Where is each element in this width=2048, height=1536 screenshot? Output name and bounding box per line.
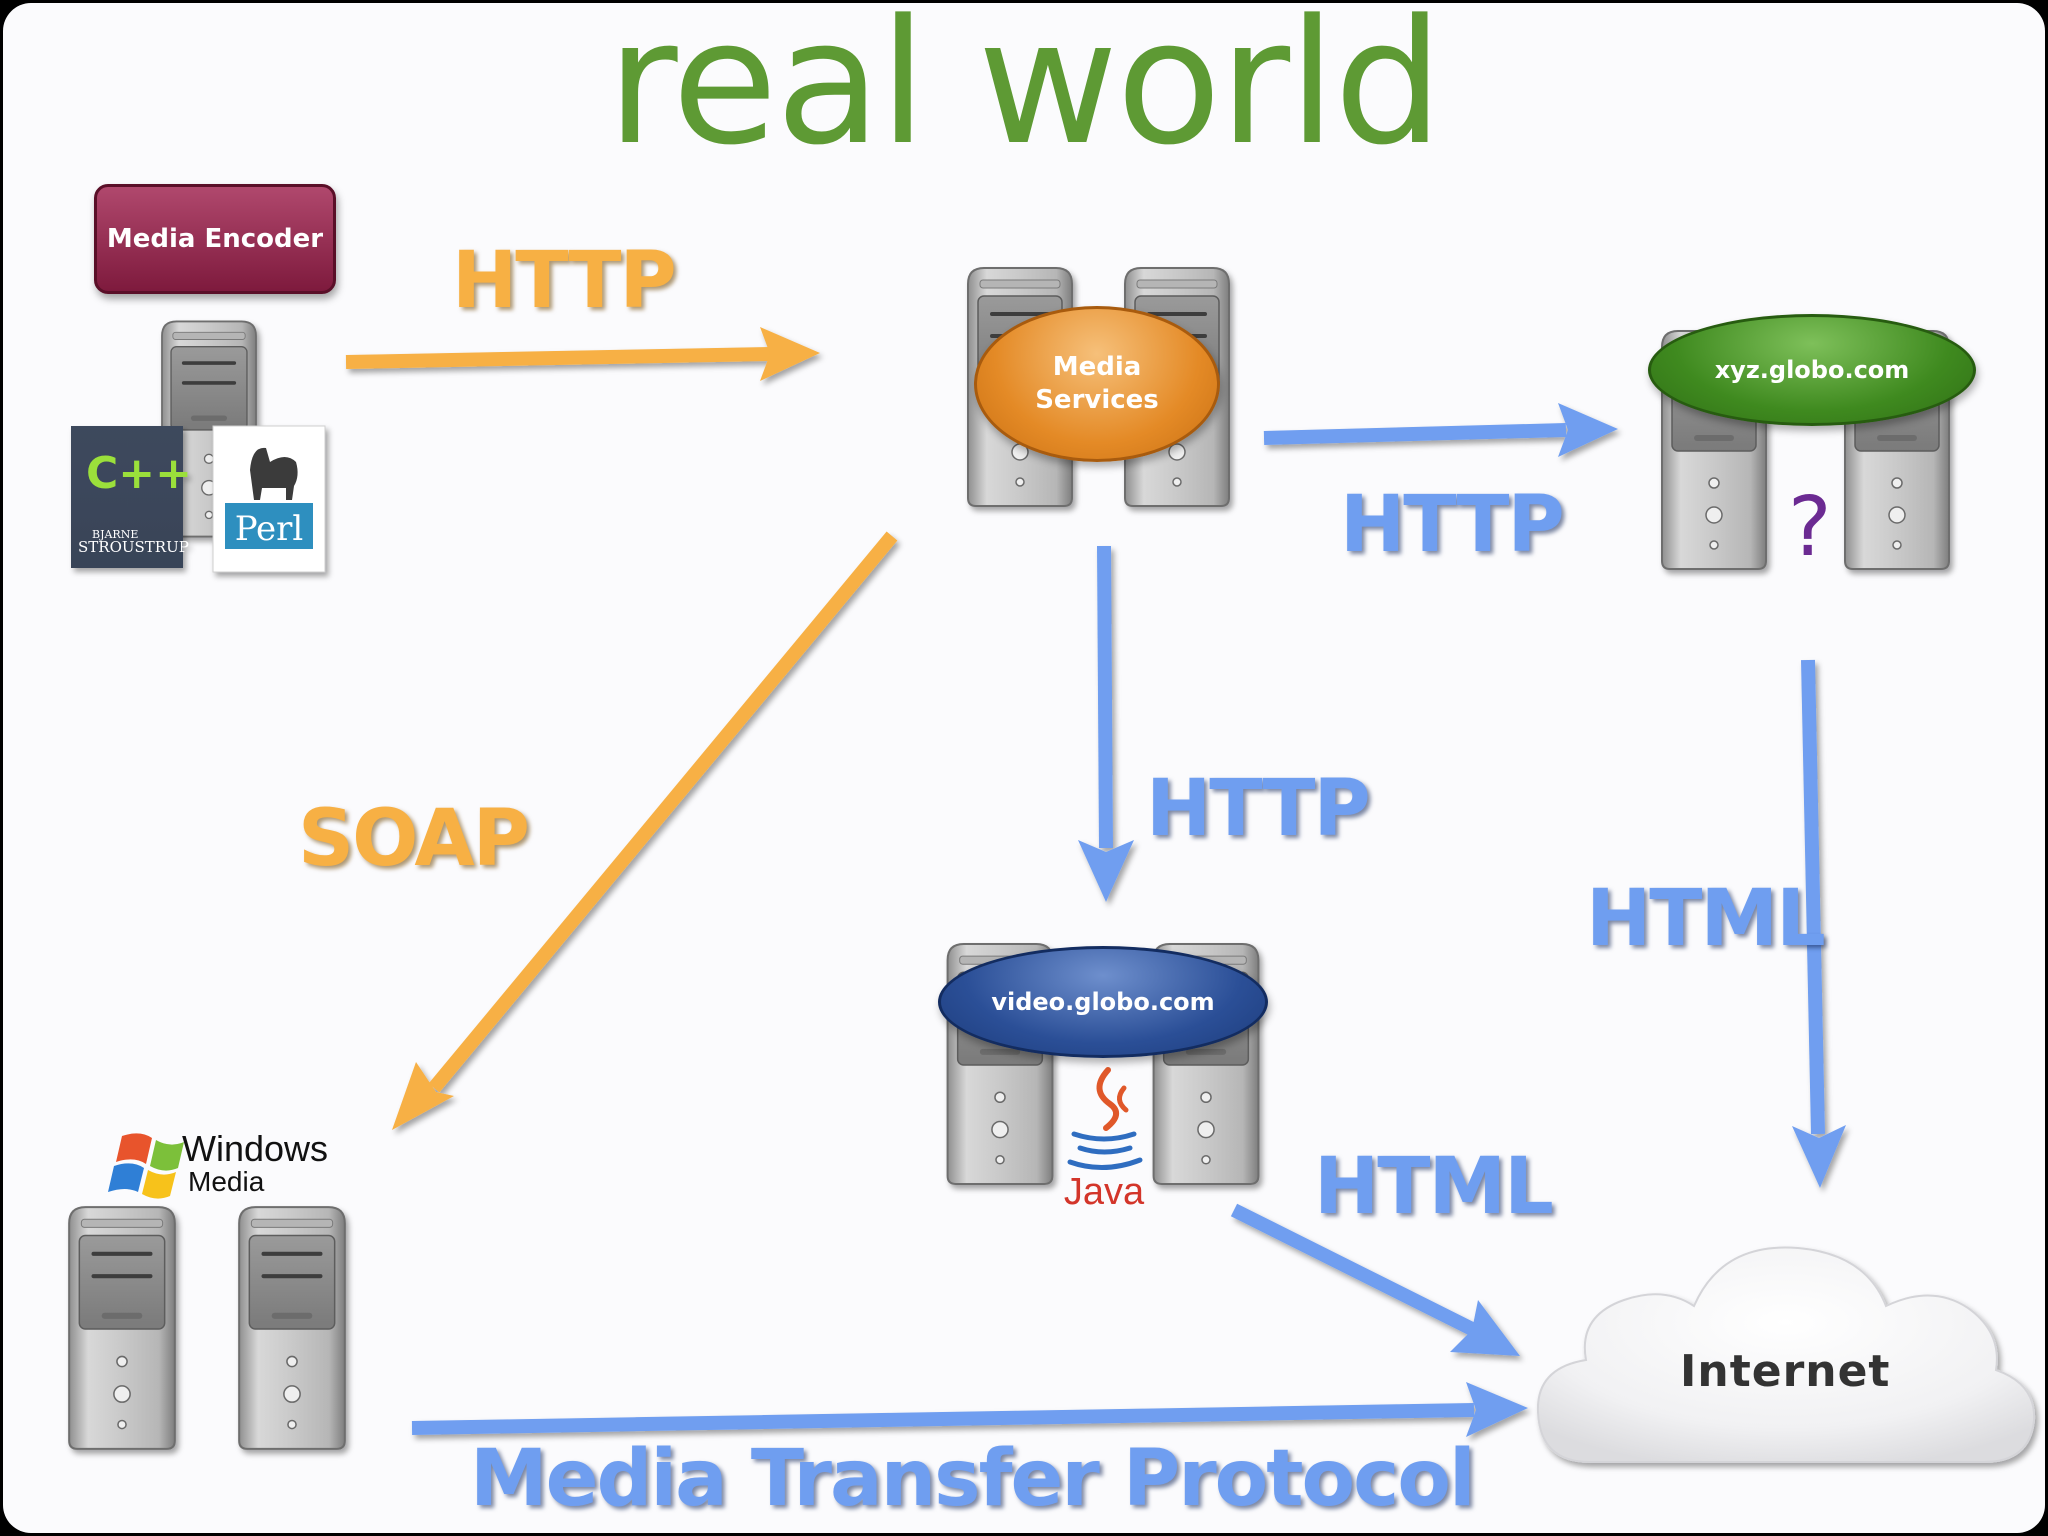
media-encoder-text: Media Encoder	[106, 224, 324, 254]
protocol-html-video: HTML	[1314, 1142, 1554, 1232]
windows-media-line1: Windows	[182, 1128, 329, 1169]
arrow-media-services-to-windows-media	[392, 531, 898, 1130]
cpp-book-author-last: STROUSTRUP	[78, 538, 189, 556]
java-logo-icon: Java	[1064, 1067, 1145, 1213]
cpp-book-author-first: BJARNE	[92, 528, 138, 541]
cpp-book-title: C++	[86, 448, 192, 499]
media-services-ellipse: Media Services	[974, 306, 1220, 462]
internet-cloud-icon	[1536, 1246, 2036, 1463]
cpp-book-icon: C++ BJARNE STROUSTRUP	[71, 426, 192, 568]
arrow-media-services-to-xyz	[1263, 403, 1618, 457]
windows-flag-icon	[108, 1133, 184, 1199]
arrow-xyz-to-internet	[1792, 659, 1846, 1188]
perl-book-icon: Perl	[212, 425, 326, 573]
media-services-line1: Media	[1052, 352, 1142, 382]
slide-title: real world	[606, 3, 1443, 183]
arrow-encoder-to-media-services	[345, 327, 820, 381]
diagram-graphics: C++ BJARNE STROUSTRUP Perl Java	[68, 266, 2036, 1463]
arrow-windows-media-to-internet	[411, 1382, 1528, 1437]
xyz-label: xyz.globo.com	[1714, 356, 1910, 384]
arrow-media-services-to-video	[1078, 545, 1134, 902]
video-ellipse: video.globo.com	[938, 946, 1268, 1058]
xyz-ellipse: xyz.globo.com	[1648, 314, 1976, 426]
media-encoder-label: Media Encoder	[94, 184, 336, 294]
internet-label: Internet	[1680, 1346, 1891, 1397]
slide: real world	[3, 3, 2045, 1533]
perl-book-title: Perl	[235, 509, 304, 549]
arrows	[345, 327, 1846, 1437]
diagram: real world	[3, 3, 2045, 1533]
windows-media-line2: Media	[188, 1166, 265, 1197]
windows-media-servers-icon	[68, 1205, 346, 1451]
protocol-http-encoder: HTTP	[452, 236, 677, 326]
java-label: Java	[1064, 1171, 1145, 1213]
protocol-media-transfer: Media Transfer Protocol	[470, 1434, 1476, 1524]
protocol-html-xyz: HTML	[1586, 874, 1826, 964]
question-mark: ?	[1788, 480, 1832, 575]
arrow-video-to-internet	[1230, 1203, 1520, 1356]
video-label: video.globo.com	[991, 988, 1215, 1016]
media-services-line2: Services	[1035, 385, 1159, 415]
protocol-http-video: HTTP	[1146, 764, 1371, 854]
protocol-soap: SOAP	[298, 794, 530, 884]
protocol-http-xyz: HTTP	[1340, 480, 1565, 570]
